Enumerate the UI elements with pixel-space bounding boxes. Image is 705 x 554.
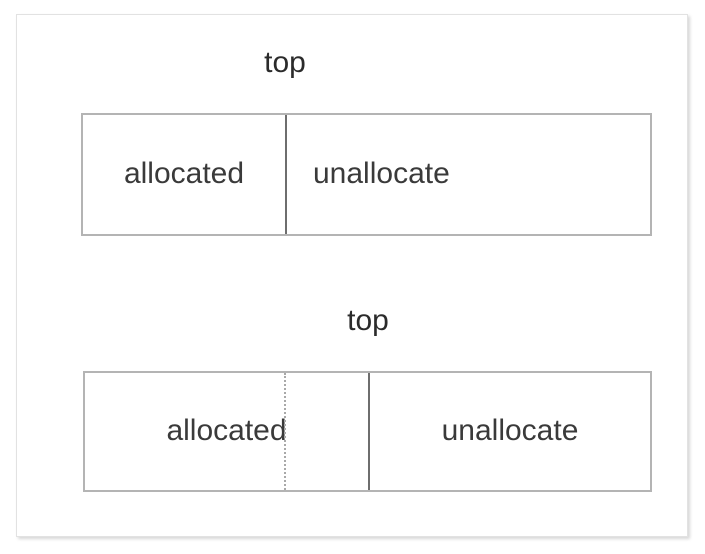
memory-panel-after: top allocated unallocate xyxy=(0,258,705,508)
top-pointer-label: top xyxy=(347,304,389,337)
segment-unallocated: unallocate xyxy=(287,115,650,234)
top-pointer-divider xyxy=(285,115,287,234)
top-pointer-divider xyxy=(368,373,370,490)
previous-top-marker-divider xyxy=(284,373,286,490)
segment-allocated-label: allocated xyxy=(123,156,245,190)
segment-unallocated-label: unallocate xyxy=(313,156,450,190)
segment-allocated: allocated xyxy=(85,373,368,490)
memory-bar: allocated unallocate xyxy=(81,113,652,236)
memory-panel-before: top allocated unallocate xyxy=(0,0,705,250)
top-pointer-label: top xyxy=(264,46,306,79)
segment-unallocated-label: unallocate xyxy=(441,413,579,447)
segment-unallocated: unallocate xyxy=(370,373,650,490)
segment-allocated-label: allocated xyxy=(166,413,287,447)
memory-bar: allocated unallocate xyxy=(83,371,652,492)
segment-allocated: allocated xyxy=(83,115,285,234)
